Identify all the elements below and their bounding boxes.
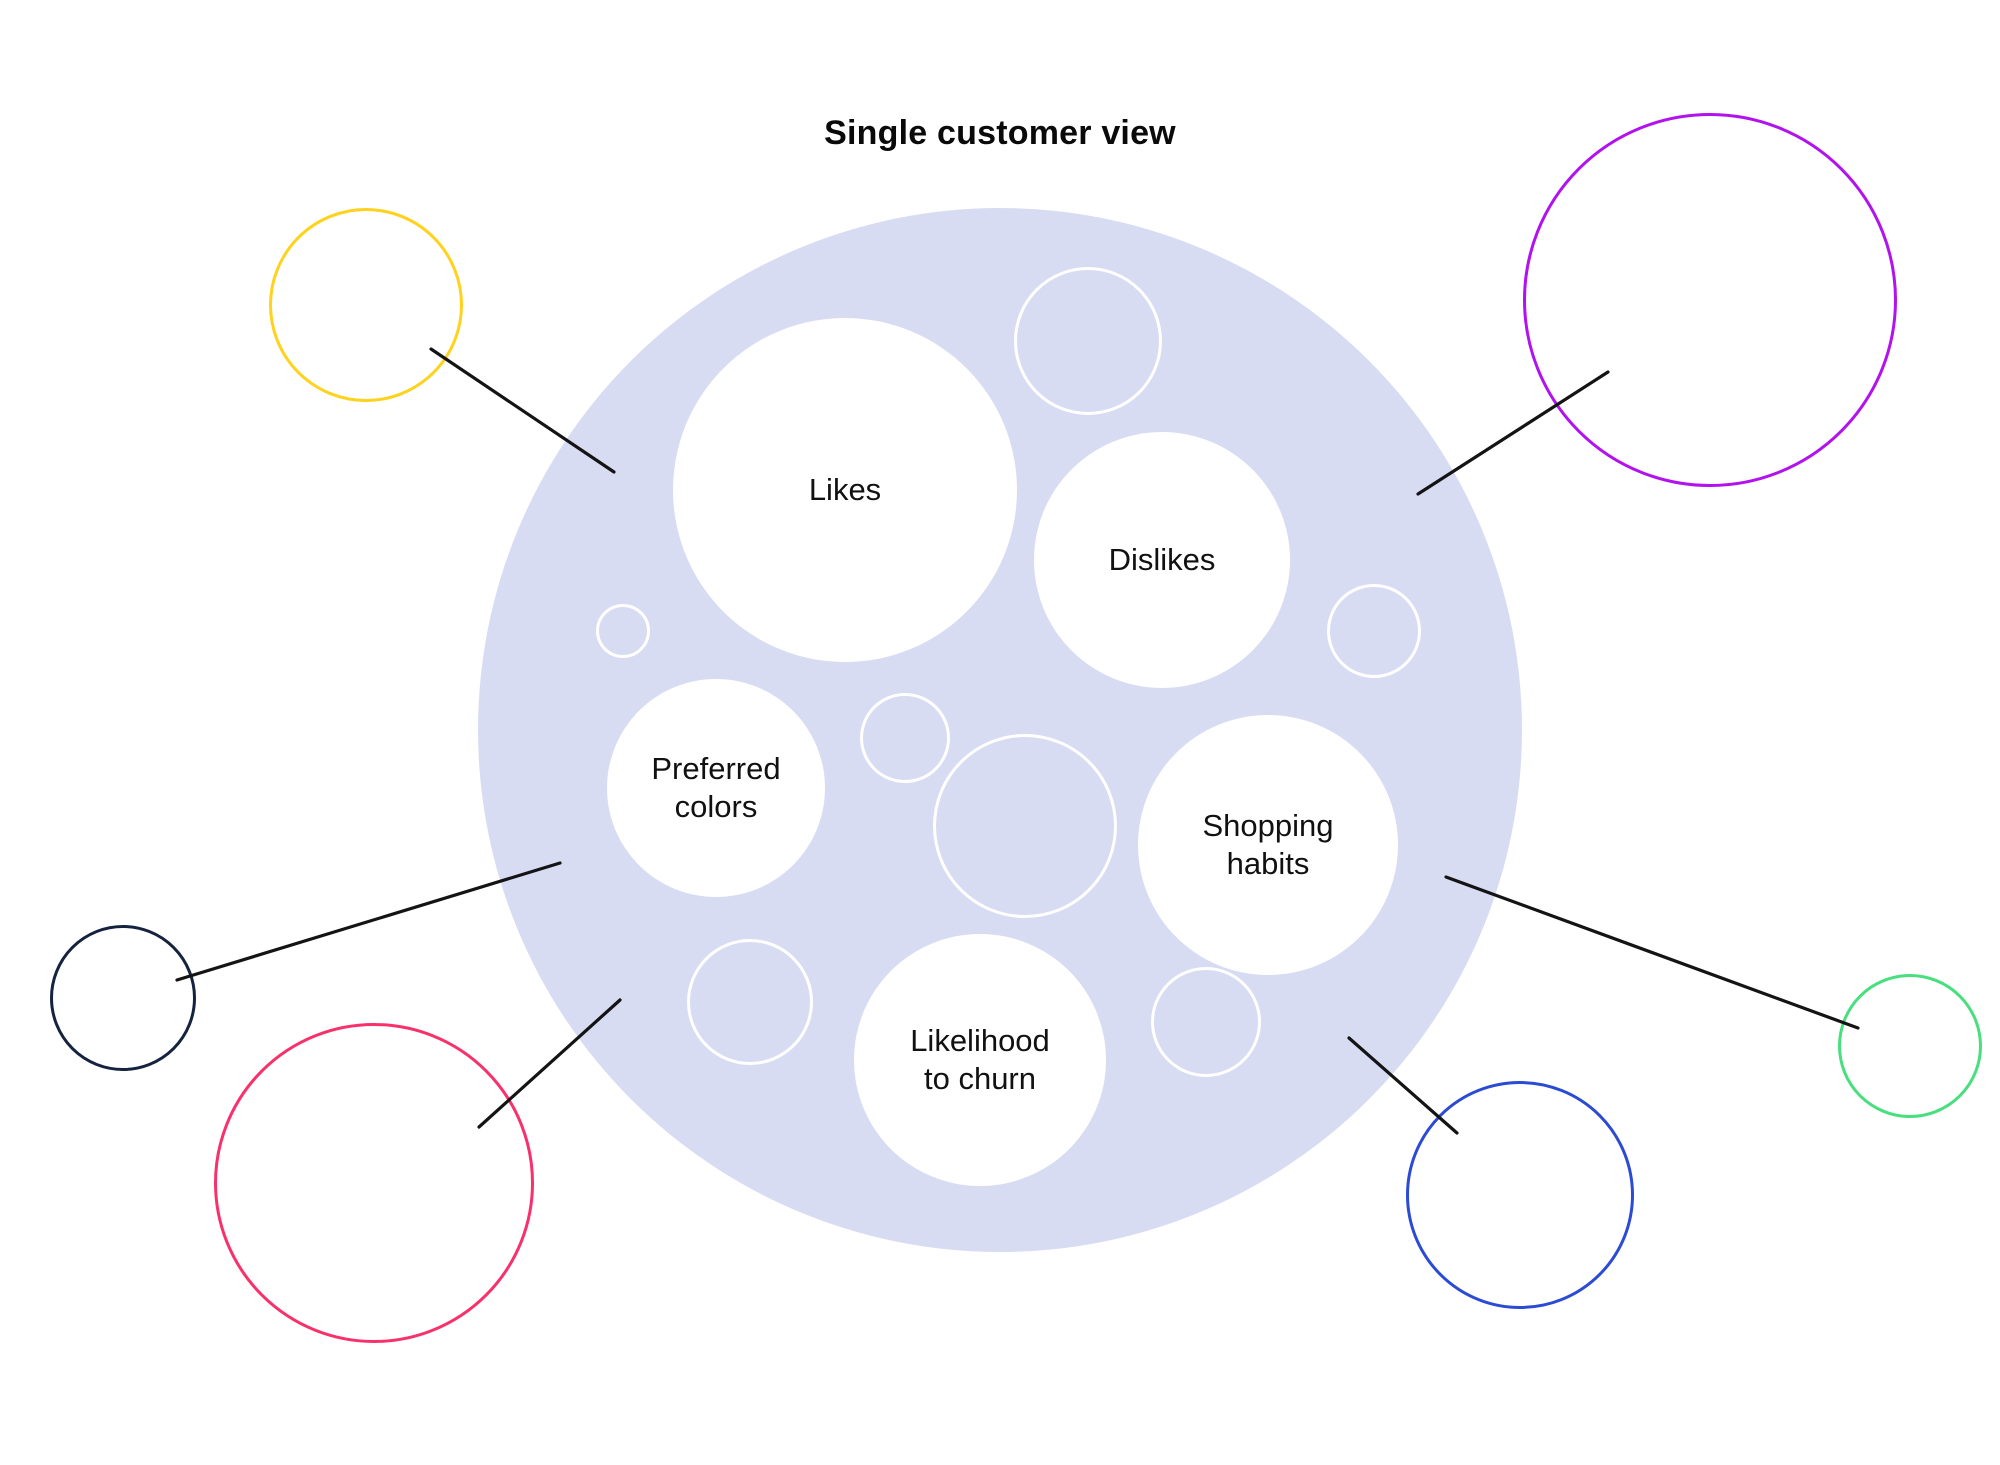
satellite-circle-yellow — [269, 208, 463, 402]
connector-line-green — [1444, 875, 1860, 1030]
decorative-bubble — [1014, 267, 1162, 415]
hub-segment-likes: Likes — [673, 318, 1017, 662]
satellite-circle-pink — [214, 1023, 534, 1343]
satellite-circle-green — [1838, 974, 1982, 1118]
hub-segment-dislikes: Dislikes — [1034, 432, 1290, 688]
hub-segment-preferred-colors: Preferred colors — [607, 679, 825, 897]
satellite-circle-blue — [1406, 1081, 1634, 1309]
hub-segment-label: Likes — [808, 471, 882, 507]
hub-segment-label: Preferred colors — [651, 750, 781, 824]
hub-segment-likelihood-to-churn: Likelihood to churn — [854, 934, 1106, 1186]
hub-segment-shopping-habits: Shopping habits — [1138, 715, 1398, 975]
decorative-bubble — [687, 939, 813, 1065]
hub-segment-label: Dislikes — [1108, 541, 1216, 577]
satellite-circle-navy — [50, 925, 196, 1071]
hub-segment-label: Likelihood to churn — [910, 1022, 1050, 1096]
satellite-circle-purple — [1523, 113, 1897, 487]
decorative-bubble — [860, 693, 950, 783]
diagram-title: Single customer view — [824, 114, 1176, 152]
decorative-bubble — [1327, 584, 1421, 678]
hub-segment-label: Shopping habits — [1202, 807, 1334, 881]
decorative-bubble — [933, 734, 1117, 918]
decorative-bubble — [596, 604, 650, 658]
decorative-bubble — [1151, 967, 1261, 1077]
